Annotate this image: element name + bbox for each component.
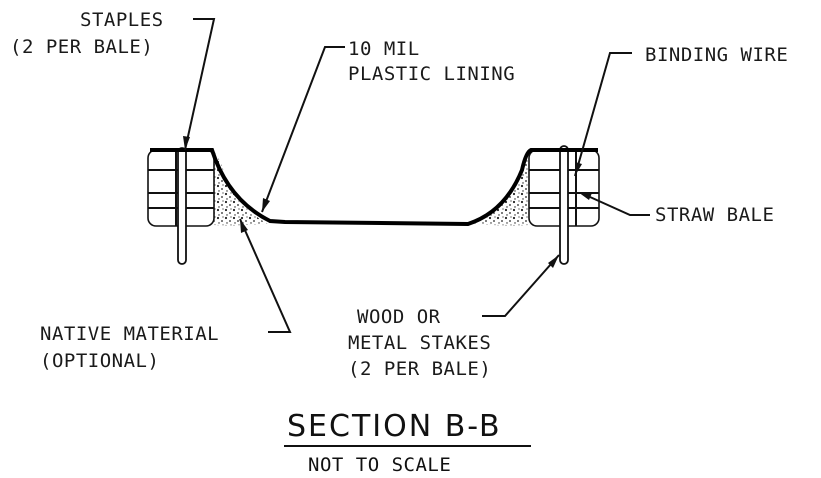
section-title: SECTION B-B	[287, 409, 502, 444]
arrowhead-staples	[183, 136, 190, 150]
label-staples-line1: STAPLES	[80, 9, 164, 31]
label-straw-bale: STRAW BALE	[655, 204, 774, 226]
label-native-line1: NATIVE MATERIAL	[40, 323, 219, 345]
arrowhead-stakes	[548, 255, 559, 268]
stake-left	[177, 147, 187, 265]
label-plastic-line1: 10 MIL	[348, 38, 420, 60]
arrowhead-plastic	[262, 198, 270, 212]
label-binding-wire: BINDING WIRE	[645, 44, 788, 66]
arrowhead-binding	[575, 162, 582, 176]
label-native-line2: (OPTIONAL)	[40, 350, 159, 372]
label-plastic-line2: PLASTIC LINING	[348, 63, 515, 85]
leader-straw-bale	[589, 196, 650, 216]
label-stakes-line1: WOOD OR	[357, 306, 441, 328]
leader-staples	[184, 18, 216, 151]
leader-binding-wire	[574, 52, 632, 177]
leader-plastic	[261, 46, 345, 213]
section-subtitle: NOT TO SCALE	[308, 454, 451, 476]
arrowhead-native	[240, 219, 248, 233]
arrowhead-straw	[578, 192, 592, 200]
label-stakes-line2: METAL STAKES	[348, 332, 491, 354]
leader-native	[239, 218, 292, 333]
label-staples-line2: (2 PER BALE)	[10, 36, 153, 58]
leader-stakes	[482, 254, 560, 317]
native-material-left	[213, 150, 268, 226]
label-stakes-line3: (2 PER BALE)	[348, 358, 491, 380]
stake-right	[559, 145, 569, 265]
plastic-lining	[150, 148, 598, 227]
native-material-right	[470, 150, 530, 226]
